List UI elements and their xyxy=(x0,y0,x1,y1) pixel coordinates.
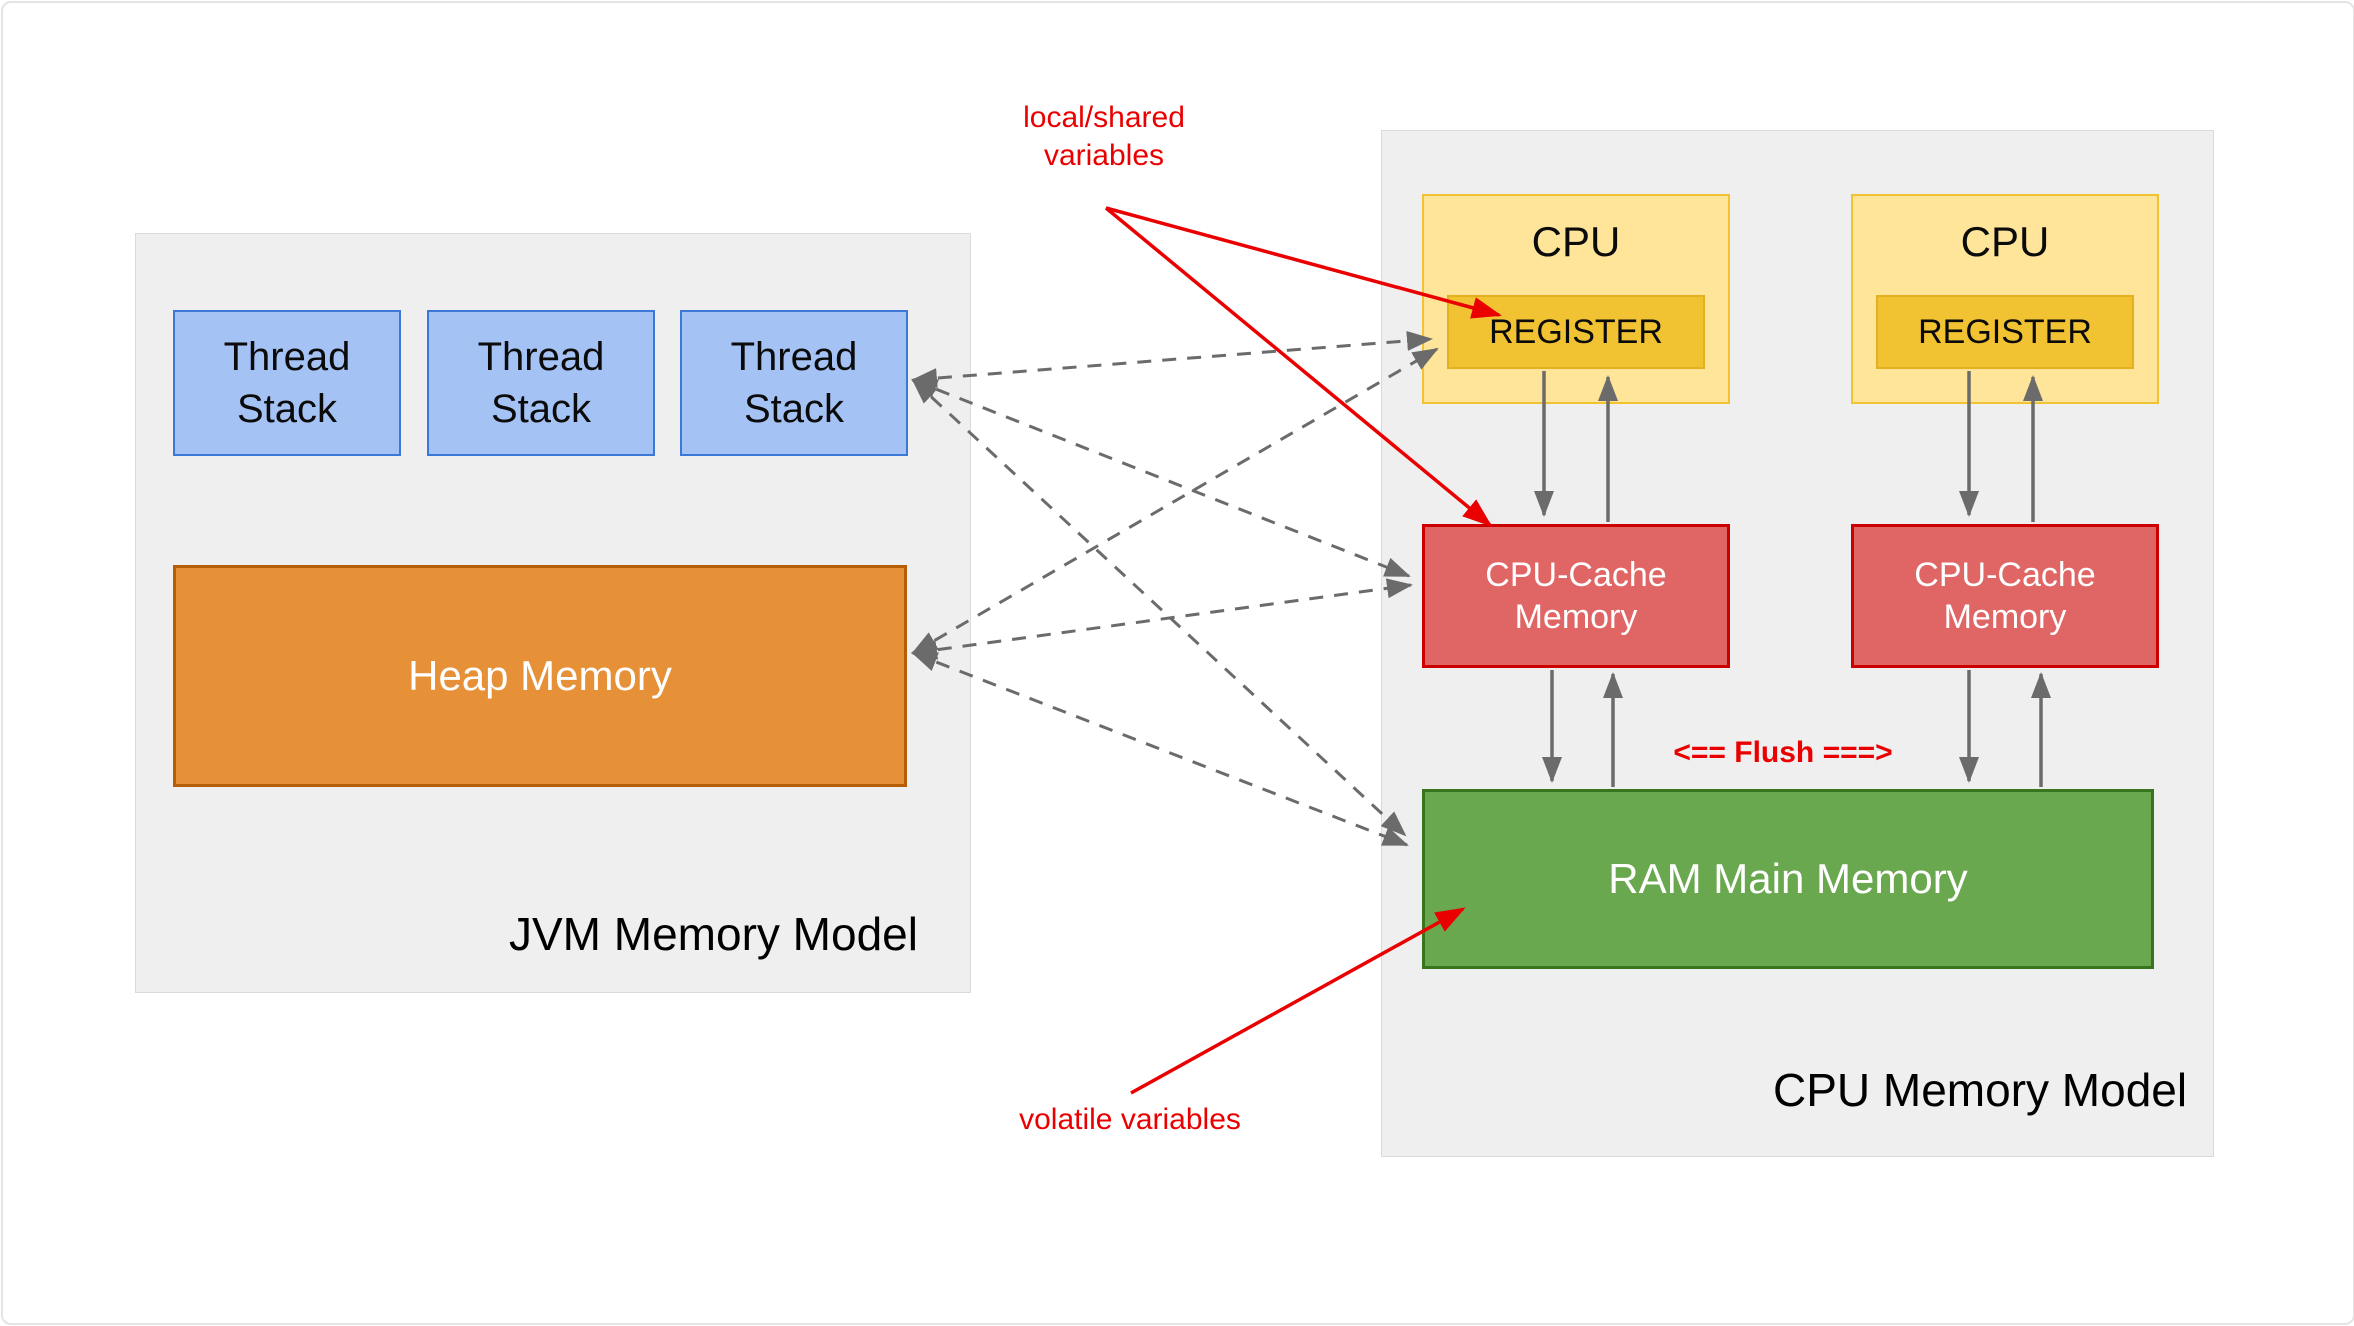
jvm-panel-title: JVM Memory Model xyxy=(509,908,918,960)
cpu-panel-title: CPU Memory Model xyxy=(1773,1064,2188,1116)
register-box-1: REGISTER xyxy=(1447,295,1705,369)
local-shared-variables-label: local/shared variables xyxy=(1023,101,1185,172)
thread-stack-box-3: Thread Stack xyxy=(680,310,908,456)
thread-stack-box-1: Thread Stack xyxy=(173,310,401,456)
cpu-cache-box-2: CPU-Cache Memory xyxy=(1851,524,2159,668)
heap-memory-box: Heap Memory xyxy=(173,565,907,787)
ram-main-memory-box: RAM Main Memory xyxy=(1422,789,2154,969)
register-box-2: REGISTER xyxy=(1876,295,2134,369)
dashed-arrow-stack-cache xyxy=(911,378,1411,578)
volatile-variables-label: volatile variables xyxy=(1019,1103,1241,1136)
dashed-arrow-heap-cache xyxy=(911,578,1413,660)
dashed-arrow-stack-register xyxy=(911,330,1433,389)
flush-label: <== Flush ===> xyxy=(1673,736,1893,769)
thread-stack-box-2: Thread Stack xyxy=(427,310,655,456)
cpu-cache-box-1: CPU-Cache Memory xyxy=(1422,524,1730,668)
dashed-arrow-heap-ram xyxy=(911,651,1409,847)
dashed-arrow-heap-register xyxy=(911,347,1439,655)
dashed-arrow-stack-ram xyxy=(911,378,1407,837)
